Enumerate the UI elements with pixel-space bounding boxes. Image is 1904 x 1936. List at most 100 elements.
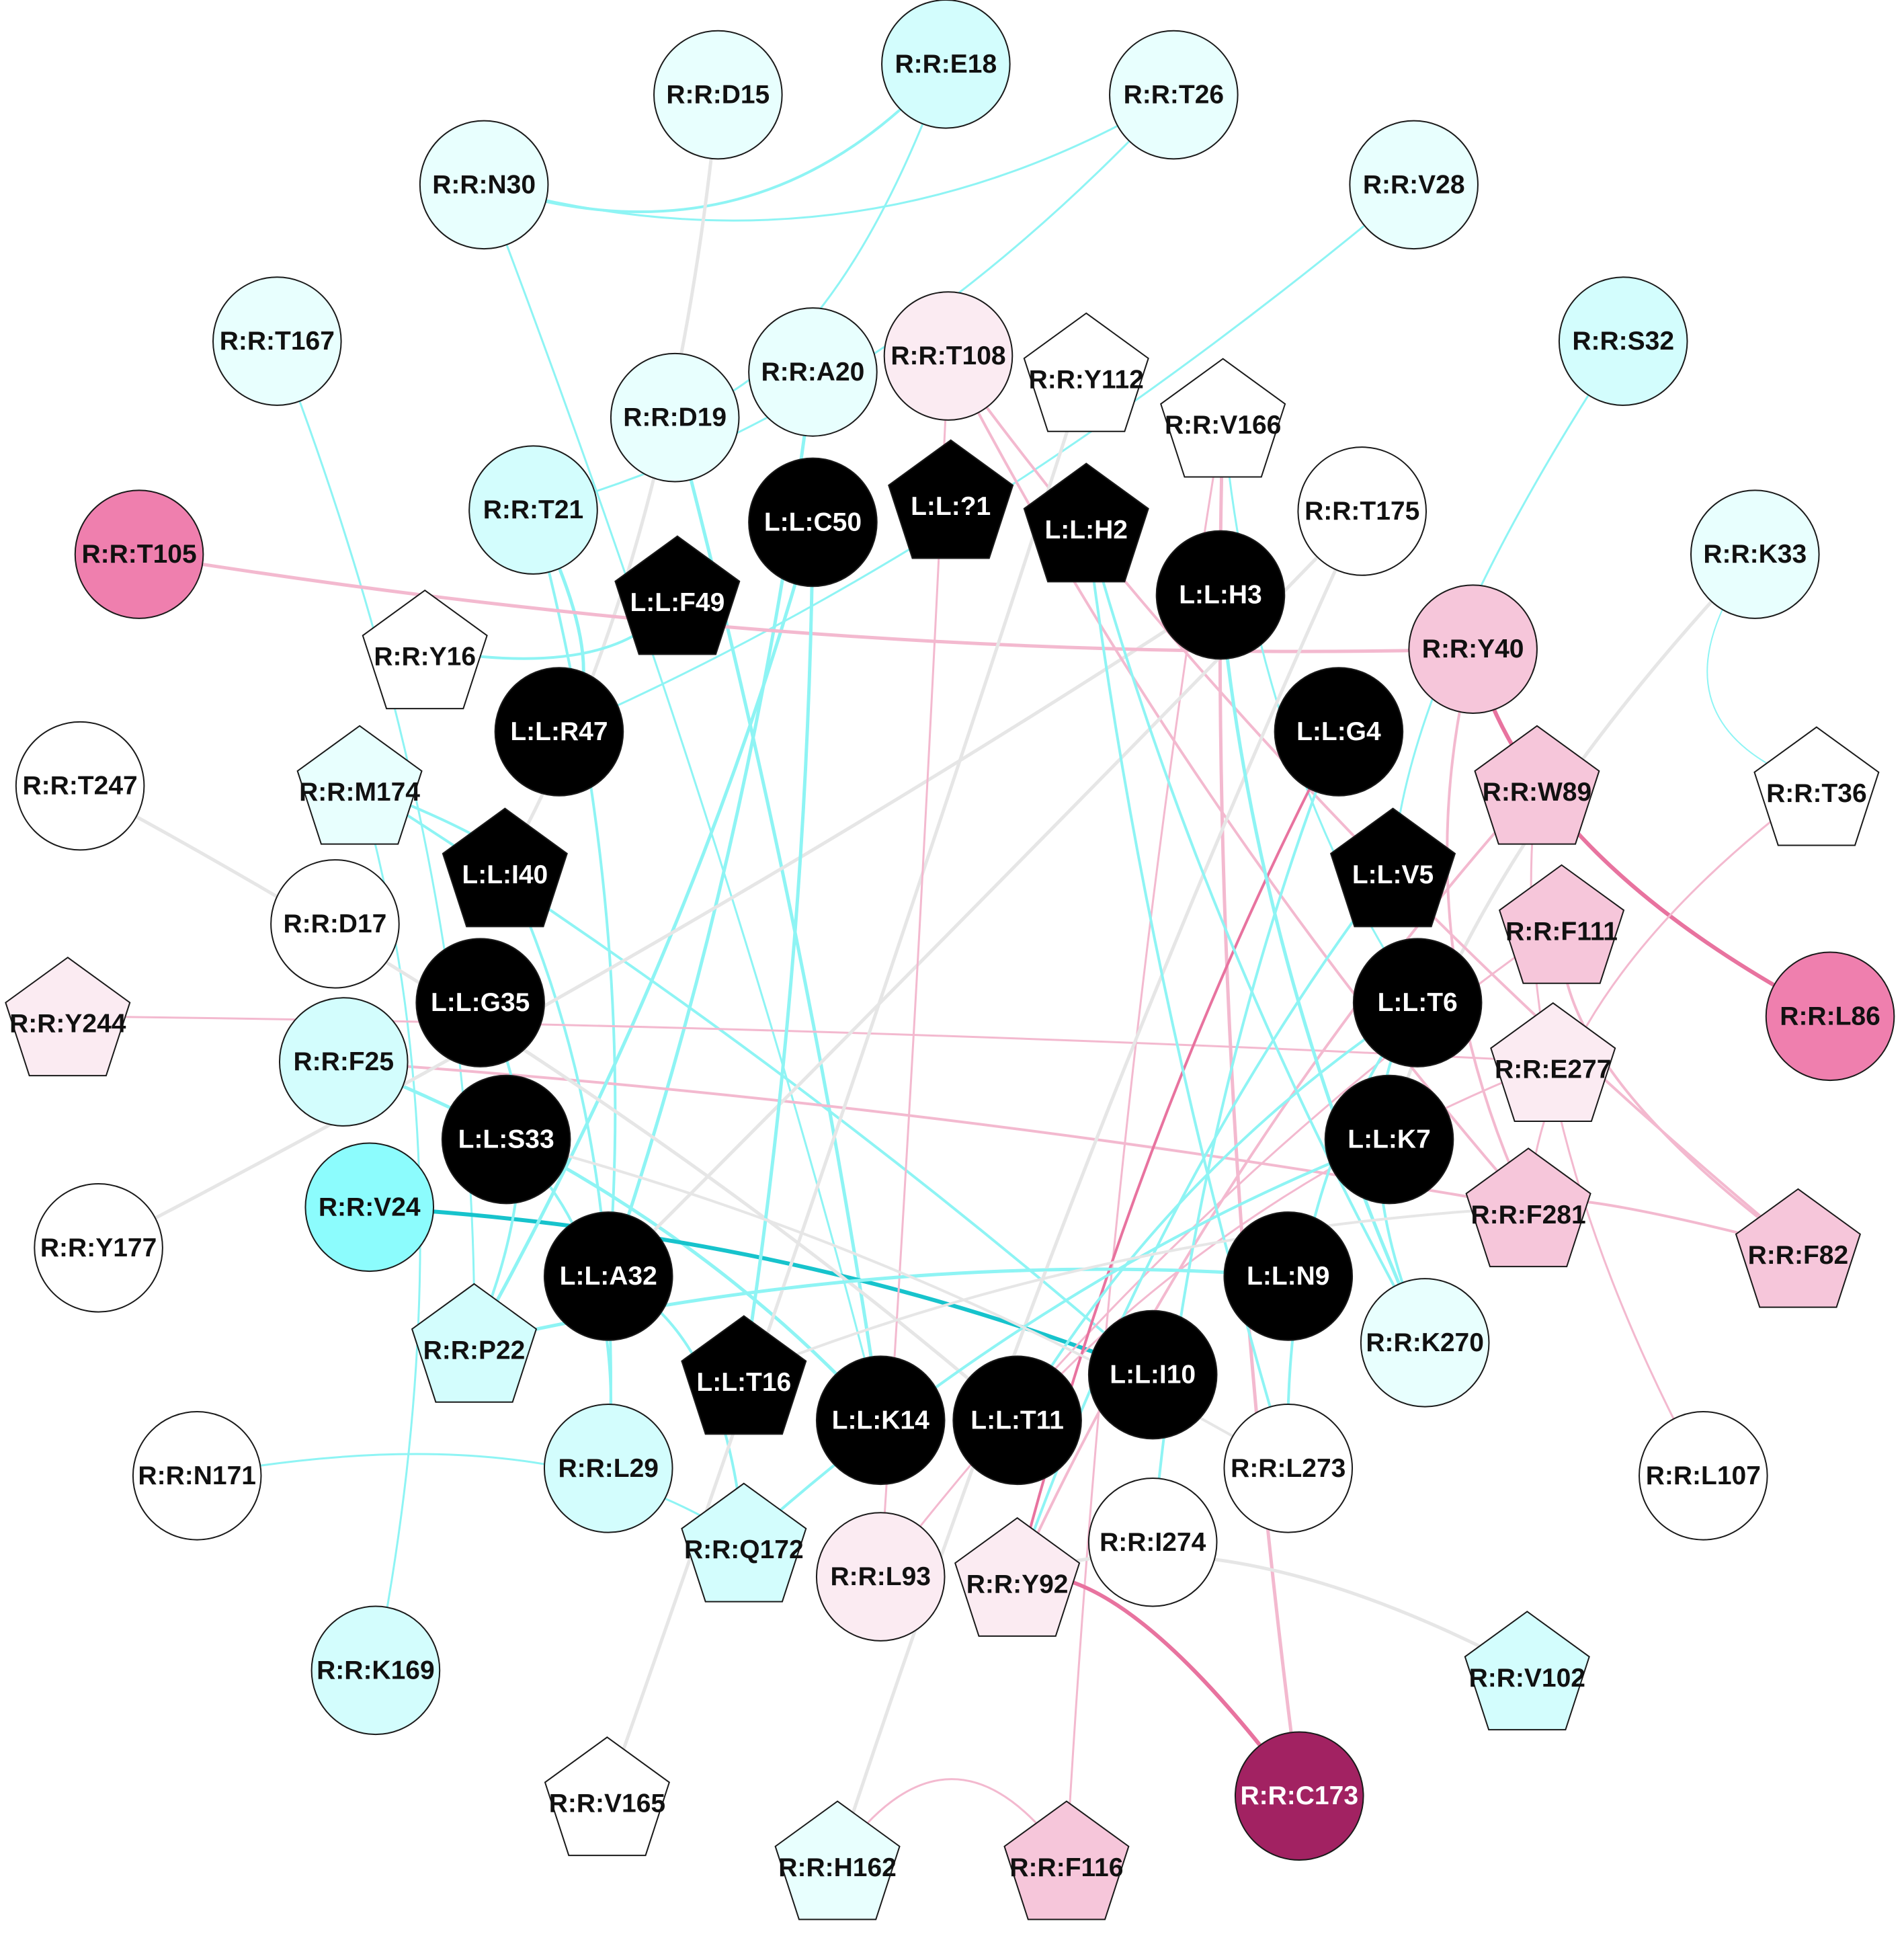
node-RV28[interactable]: R:R:V28 — [1349, 120, 1479, 250]
node-RT167[interactable]: R:R:T167 — [212, 276, 342, 406]
node-label: R:R:L29 — [558, 1454, 659, 1483]
node-L1[interactable]: L:L:?1 — [888, 439, 1014, 559]
edge-RW89-RY92 — [1016, 783, 1538, 1578]
node-LG35[interactable]: L:L:G35 — [415, 938, 545, 1067]
circle-node-shape — [1408, 584, 1538, 715]
node-label: R:R:Y40 — [1422, 635, 1524, 663]
node-RD19[interactable]: R:R:D19 — [610, 352, 740, 483]
node-LH3[interactable]: L:L:H3 — [1155, 530, 1286, 660]
circle-node-shape — [1087, 1477, 1218, 1607]
circle-node-shape — [815, 1512, 946, 1642]
node-RL29[interactable]: R:R:L29 — [543, 1404, 673, 1533]
node-LN9[interactable]: L:L:N9 — [1223, 1211, 1354, 1341]
pentagon-node-shape — [1023, 312, 1149, 432]
node-RD15[interactable]: R:R:D15 — [653, 30, 783, 160]
pentagon-node-shape — [774, 1800, 901, 1921]
node-RH162[interactable]: R:R:H162 — [774, 1800, 901, 1921]
node-label: L:L:T6 — [1378, 988, 1458, 1017]
node-RT175[interactable]: R:R:T175 — [1297, 446, 1427, 576]
node-label: R:R:T167 — [220, 327, 335, 356]
node-RL93[interactable]: R:R:L93 — [815, 1512, 946, 1642]
node-RY40[interactable]: R:R:Y40 — [1408, 584, 1538, 715]
node-RT21[interactable]: R:R:T21 — [468, 445, 598, 575]
node-RY177[interactable]: R:R:Y177 — [34, 1183, 163, 1313]
node-RV24[interactable]: R:R:V24 — [304, 1142, 435, 1273]
node-RV102[interactable]: R:R:V102 — [1464, 1611, 1590, 1731]
node-LI10[interactable]: L:L:I10 — [1087, 1309, 1218, 1440]
edge-RN30-RT26 — [483, 93, 1175, 222]
node-RK270[interactable]: R:R:K270 — [1360, 1278, 1490, 1408]
circle-node-shape — [132, 1411, 262, 1541]
node-LI40[interactable]: L:L:I40 — [442, 807, 568, 928]
circle-node-shape — [468, 445, 598, 575]
pentagon-node-shape — [411, 1283, 538, 1403]
node-LT11[interactable]: L:L:T11 — [952, 1355, 1082, 1486]
edge-RT167-RP22 — [276, 340, 476, 1344]
node-RL86[interactable]: R:R:L86 — [1765, 951, 1895, 1082]
node-RD17[interactable]: R:R:D17 — [270, 859, 400, 989]
node-RF82[interactable]: R:R:F82 — [1735, 1188, 1862, 1308]
circle-node-shape — [212, 276, 342, 406]
node-RT247[interactable]: R:R:T247 — [15, 721, 145, 851]
node-LA32[interactable]: L:L:A32 — [543, 1211, 673, 1341]
node-label: R:R:Y244 — [9, 1010, 126, 1039]
pentagon-node-shape — [1003, 1800, 1130, 1921]
pentagon-node-shape — [1474, 725, 1600, 845]
circle-node-shape — [1223, 1211, 1354, 1341]
circle-node-shape — [1324, 1074, 1454, 1205]
node-RT26[interactable]: R:R:T26 — [1109, 30, 1239, 160]
node-label: R:R:V24 — [319, 1193, 421, 1221]
node-RL107[interactable]: R:R:L107 — [1639, 1411, 1768, 1541]
circle-node-shape — [748, 307, 878, 437]
node-RY112[interactable]: R:R:Y112 — [1023, 312, 1149, 432]
node-RF25[interactable]: R:R:F25 — [278, 997, 409, 1127]
node-LT6[interactable]: L:L:T6 — [1352, 938, 1483, 1067]
node-LF49[interactable]: L:L:F49 — [614, 535, 741, 655]
node-LV5[interactable]: L:L:V5 — [1329, 807, 1456, 928]
node-RE277[interactable]: R:R:E277 — [1490, 1002, 1616, 1122]
node-LC50[interactable]: L:L:C50 — [748, 457, 878, 588]
node-RV165[interactable]: R:R:V165 — [544, 1736, 671, 1857]
node-RL273[interactable]: R:R:L273 — [1223, 1404, 1354, 1533]
node-LK14[interactable]: L:L:K14 — [815, 1355, 946, 1486]
node-RE18[interactable]: R:R:E18 — [881, 0, 1011, 129]
node-LR47[interactable]: L:L:R47 — [494, 667, 624, 797]
node-RN171[interactable]: R:R:N171 — [132, 1411, 262, 1541]
pentagon-node-shape — [1160, 358, 1286, 478]
node-RI274[interactable]: R:R:I274 — [1087, 1477, 1218, 1607]
node-RQ172[interactable]: R:R:Q172 — [681, 1482, 807, 1603]
node-RV166[interactable]: R:R:V166 — [1160, 358, 1286, 478]
node-RY244[interactable]: R:R:Y244 — [5, 957, 131, 1077]
node-RN30[interactable]: R:R:N30 — [419, 120, 549, 250]
pentagon-node-shape — [681, 1482, 807, 1603]
node-RT108[interactable]: R:R:T108 — [883, 291, 1013, 421]
circle-node-shape — [1765, 951, 1895, 1082]
node-RY16[interactable]: R:R:Y16 — [362, 590, 488, 710]
node-RT105[interactable]: R:R:T105 — [74, 489, 204, 619]
circle-node-shape — [653, 30, 783, 160]
node-label: R:R:M174 — [299, 778, 420, 807]
node-RY92[interactable]: R:R:Y92 — [954, 1517, 1081, 1637]
node-RP22[interactable]: R:R:P22 — [411, 1283, 538, 1403]
node-label: R:R:T26 — [1124, 81, 1225, 110]
circle-node-shape — [1234, 1731, 1364, 1861]
node-RS32[interactable]: R:R:S32 — [1558, 276, 1688, 406]
node-RC173[interactable]: R:R:C173 — [1234, 1731, 1364, 1861]
node-RK33[interactable]: R:R:K33 — [1690, 489, 1820, 619]
node-RF111[interactable]: R:R:F111 — [1498, 864, 1625, 984]
node-LT16[interactable]: L:L:T16 — [681, 1315, 807, 1435]
node-RT36[interactable]: R:R:T36 — [1753, 726, 1880, 846]
node-RW89[interactable]: R:R:W89 — [1474, 725, 1600, 845]
edge-LK7-RQ172 — [742, 1138, 1391, 1544]
node-RK169[interactable]: R:R:K169 — [311, 1605, 441, 1736]
node-LK7[interactable]: L:L:K7 — [1324, 1074, 1454, 1205]
node-RM174[interactable]: R:R:M174 — [296, 725, 423, 845]
node-LS33[interactable]: L:L:S33 — [441, 1074, 571, 1205]
pentagon-node-shape — [1329, 807, 1456, 928]
node-RF281[interactable]: R:R:F281 — [1465, 1147, 1591, 1268]
node-RF116[interactable]: R:R:F116 — [1003, 1800, 1130, 1921]
node-RA20[interactable]: R:R:A20 — [748, 307, 878, 437]
node-LG4[interactable]: L:L:G4 — [1274, 667, 1404, 797]
node-LH2[interactable]: L:L:H2 — [1023, 462, 1149, 583]
